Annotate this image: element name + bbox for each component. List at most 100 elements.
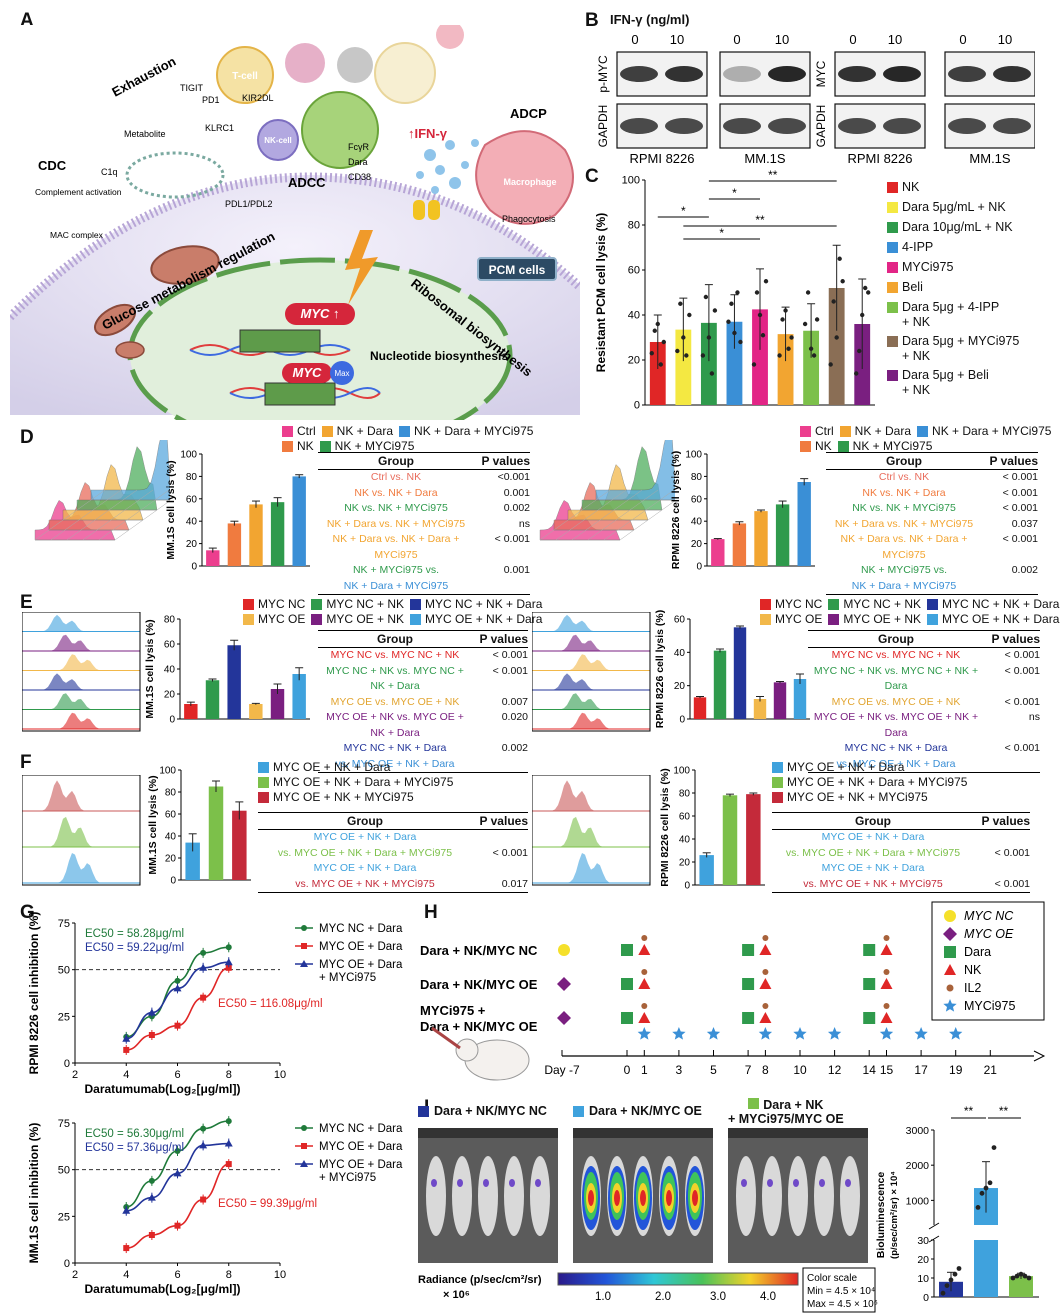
table-row: NK + MYCi975 vs.0.002 [826,563,1038,579]
timeline-arrow [1033,1050,1046,1062]
y-tick-label: 2000 [906,1160,930,1172]
table-cell-p: < 0.001 [1004,695,1040,708]
color-scale-text: Color scale [807,1273,857,1284]
mouse-silhouette [426,1156,446,1236]
myci975-marker [793,1027,807,1040]
bar [754,511,768,566]
y-tick-label: 100 [622,175,640,187]
table-cell-p [472,757,528,773]
data-point [712,308,718,313]
grid-line [98,489,170,541]
data-point [854,371,859,376]
data-point [726,319,731,324]
nk-marker [759,944,772,955]
table-cell-p: < 0.001 [1002,486,1038,499]
legend-marker [300,960,308,967]
data-point [684,353,689,358]
data-point [655,321,660,327]
ifn-dose-title: IFN-γ (ng/ml) [610,12,690,27]
grid-line [603,489,675,541]
table-cell-p: < 0.001 [994,846,1030,859]
myc-label: MYC [293,365,323,380]
data-point [757,312,763,318]
legend-label: NK + MYCi975 [852,439,933,453]
data-point [678,301,683,306]
y-tick-label: 0 [170,876,176,887]
legend-swatch [828,614,840,625]
myc-oe-marker [557,977,571,991]
data-point [777,353,782,358]
color-bar-tick: 4.0 [760,1291,776,1303]
legend-label: MYC NC + NK + Dara [425,597,543,611]
legend-item: MYC OE + NK + Dara [410,612,542,627]
legend-label: MYC OE + Dara [319,959,403,971]
legend-item: NK + Dara + MYCi975 [399,424,533,439]
y-axis-label: RPMI 8226 cell lysis (%) [670,451,682,569]
y-tick-label: 100 [180,450,197,461]
klrc1-label: KLRC1 [205,123,234,133]
table-cell-p: 0.002 [503,502,530,514]
tigit-label: TIGIT [180,83,203,93]
y-tick-label: 40 [628,310,640,322]
day-label: 8 [762,1063,769,1077]
table-cell-group: NK + Dara + MYCi975 [851,579,957,592]
data-point [1022,1273,1028,1279]
ec50-nc-label: EC50 = 58.28μg/ml [85,928,184,940]
significance-label: ** [964,1104,974,1118]
legend-item: NK + MYCi975 [319,439,414,454]
data-point [751,362,757,367]
legend-item: MYC OE + NK + MYCi975 [772,790,928,805]
gene-box [239,329,321,353]
y-tick-label: 20 [164,690,176,701]
table-row: MYC NC + NK vs. MYC NC + NK + Dara< 0.00… [808,664,1040,695]
signal [640,1190,646,1206]
legend-item: NK + Dara + MYCi975 [917,424,1051,439]
table-cell-group: MYC NC + NK + Dara [343,742,447,754]
table-cell-p: < 0.001 [1002,471,1038,483]
col-header-group: Group [377,632,413,646]
bar [753,699,767,719]
pcm-cells-label: PCM cells [489,263,546,277]
legend-item: MYC OE + NK + Dara [927,612,1059,627]
mac-label: MAC complex [50,230,104,240]
table-cell-group: MYC OE + NK + Dara [313,862,417,874]
table-cell-p: < 0.001 [1002,533,1038,545]
ivis-label-nc: Dara + NK/MYC NC [418,1104,547,1118]
table-row: vs. MYC OE + NK + Dara [808,757,1040,773]
day-label: 5 [710,1063,717,1077]
data-point [834,335,839,340]
il2-marker [883,969,890,975]
day-label: 21 [984,1063,998,1077]
data-point [703,294,709,300]
table-cell-p: 0.002 [1011,564,1038,576]
table-cell-p [472,830,528,846]
mitochondria-icon [150,245,220,285]
ec50-oe-myci-label: EC50 = 57.36μg/ml [85,1142,184,1154]
il2-marker [641,969,648,975]
significance-label: * [719,226,724,240]
group-label: Dara + NK/MYC OE [420,1019,538,1034]
color-scale-text: Max = 4.5 × 10⁶ [807,1299,878,1310]
bar [722,795,738,885]
signal [793,1179,799,1187]
macrophage-icon [475,130,574,225]
mouse-silhouette [762,1156,782,1236]
ifn-gamma-label: ↑IFN-γ [408,126,448,141]
y-tick-label: 80 [186,472,198,483]
legend-label: 4-IPP [902,240,934,254]
grid-line [34,489,106,541]
y-tick-label: 0 [684,881,690,892]
bar [732,523,747,566]
y-tick-label: 60 [674,615,686,626]
y-tick-label: 20 [691,539,703,550]
legend-row: MYC OE + NK + MYCi975 [258,790,453,805]
bar [649,342,666,405]
mitochondria-icon [94,303,136,337]
legend-swatch [258,792,269,803]
